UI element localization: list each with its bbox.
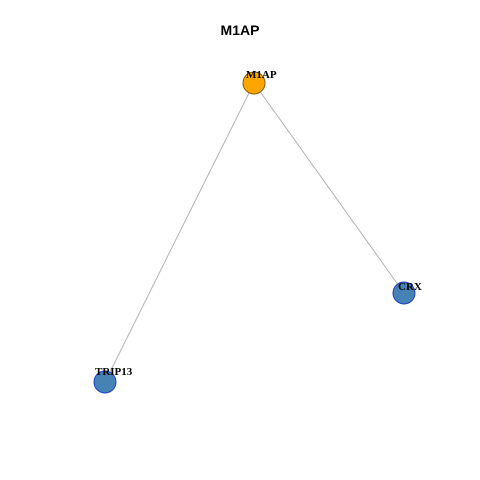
node-label-crx: CRX [398, 281, 422, 293]
node-label-trip13: TRIP13 [95, 366, 133, 378]
node-trip13 [93, 370, 117, 394]
plot-title: M1AP [220, 22, 260, 38]
node-label-m1ap: M1AP [246, 69, 277, 81]
edge-layer [104, 82, 405, 383]
node-crx [392, 281, 416, 305]
node-m1ap [242, 71, 266, 95]
edge-m1ap-trip13 [104, 82, 255, 383]
node-layer [93, 71, 416, 394]
edge-m1ap-crx [253, 82, 405, 294]
label-layer: M1AP CRX TRIP13 [95, 69, 422, 378]
